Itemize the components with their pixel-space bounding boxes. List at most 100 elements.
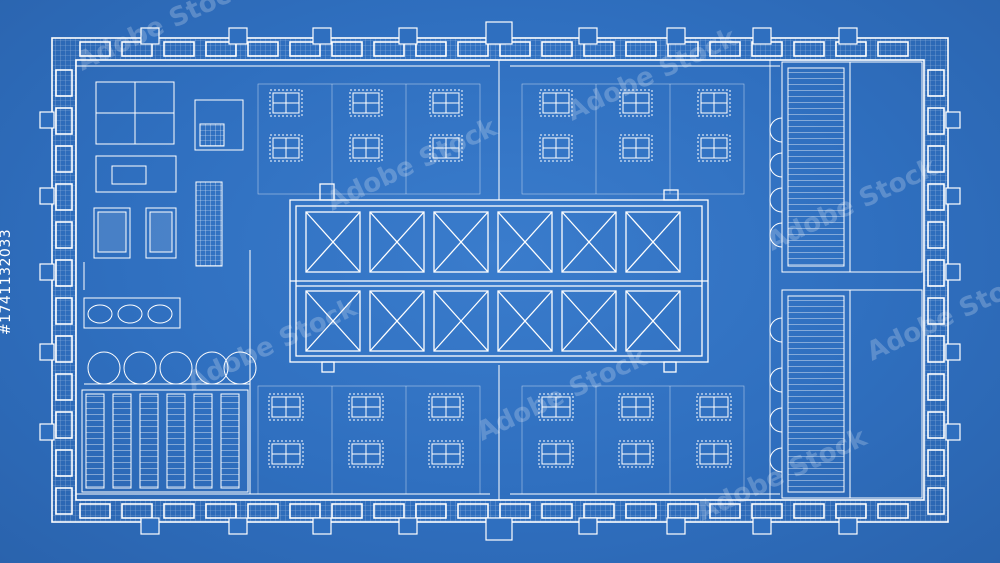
door-swing <box>769 367 783 393</box>
round-table <box>195 351 229 385</box>
column-top <box>140 27 160 45</box>
window-top <box>583 41 615 57</box>
window-right <box>927 259 945 287</box>
round-table <box>147 304 173 324</box>
window-top <box>541 41 573 57</box>
column-bottom <box>140 517 160 535</box>
window-top <box>163 41 195 57</box>
window-bottom <box>289 503 321 519</box>
window-bottom <box>625 503 657 519</box>
column-bottom <box>666 517 686 535</box>
desk-cluster <box>619 89 653 117</box>
locker-bank <box>166 393 186 489</box>
window-top <box>331 41 363 57</box>
window-left <box>55 69 73 97</box>
core-cell <box>497 290 553 352</box>
stairwells <box>769 60 923 500</box>
window-top <box>121 41 153 57</box>
stair-treads <box>787 67 845 267</box>
column-top <box>312 27 332 45</box>
core-cell <box>433 211 489 273</box>
window-top <box>793 41 825 57</box>
window-top <box>415 41 447 57</box>
zone-grid <box>521 83 745 195</box>
round-table <box>123 351 157 385</box>
locker-bank <box>112 393 132 489</box>
column-top <box>228 27 248 45</box>
window-left <box>55 411 73 439</box>
column-bottom <box>312 517 332 535</box>
window-right <box>927 297 945 325</box>
desk-cluster <box>429 89 463 117</box>
column-right <box>945 111 961 129</box>
room <box>95 155 177 193</box>
door-swing <box>769 152 783 178</box>
door-swing <box>769 222 783 248</box>
window-bottom <box>163 503 195 519</box>
stock-id-label: #1741132033 <box>0 228 14 336</box>
fixture <box>199 123 225 147</box>
zone-grid <box>521 385 745 495</box>
round-table <box>87 304 113 324</box>
core-cell <box>625 211 681 273</box>
desk-cluster <box>349 89 383 117</box>
zone-grid <box>257 83 481 195</box>
core-cell <box>369 211 425 273</box>
window-left <box>55 259 73 287</box>
window-bottom <box>79 503 111 519</box>
window-bottom <box>709 503 741 519</box>
window-right <box>927 335 945 363</box>
window-bottom <box>331 503 363 519</box>
window-left <box>55 449 73 477</box>
column-left <box>39 111 55 129</box>
entry-top <box>485 21 513 45</box>
window-left <box>55 487 73 515</box>
column-bottom <box>398 517 418 535</box>
locker-bank <box>85 393 105 489</box>
column-bottom <box>228 517 248 535</box>
window-top <box>373 41 405 57</box>
desk-cluster <box>618 393 654 421</box>
zone-grid <box>257 385 481 495</box>
desk-cluster <box>696 393 732 421</box>
desk-cluster <box>428 393 464 421</box>
door-swing <box>769 187 783 213</box>
column-top <box>578 27 598 45</box>
column-left <box>39 423 55 441</box>
desk-cluster <box>348 393 384 421</box>
desk-cluster <box>269 134 303 162</box>
fixture <box>111 165 147 185</box>
round-table <box>117 304 143 324</box>
column-bottom <box>752 517 772 535</box>
column-left <box>39 187 55 205</box>
window-right <box>927 449 945 477</box>
core-cell <box>625 290 681 352</box>
door-swing <box>769 117 783 143</box>
column-right <box>945 423 961 441</box>
column-top <box>666 27 686 45</box>
locker-room <box>81 389 249 493</box>
desk-cluster <box>619 134 653 162</box>
door-swing <box>769 317 783 343</box>
core-cell <box>369 290 425 352</box>
locker-bank <box>139 393 159 489</box>
round-table <box>159 351 193 385</box>
window-left <box>55 145 73 173</box>
room <box>83 297 181 329</box>
window-bottom <box>877 503 909 519</box>
window-bottom <box>499 503 531 519</box>
window-bottom <box>205 503 237 519</box>
desk-cluster <box>269 89 303 117</box>
window-right <box>927 411 945 439</box>
window-right <box>927 373 945 401</box>
window-left <box>55 335 73 363</box>
window-right <box>927 107 945 135</box>
vent <box>319 183 335 201</box>
core-cell <box>305 290 361 352</box>
column-right <box>945 343 961 361</box>
window-left <box>55 221 73 249</box>
vent <box>321 361 335 373</box>
stair-treads <box>787 295 845 493</box>
desk-cluster <box>539 89 573 117</box>
